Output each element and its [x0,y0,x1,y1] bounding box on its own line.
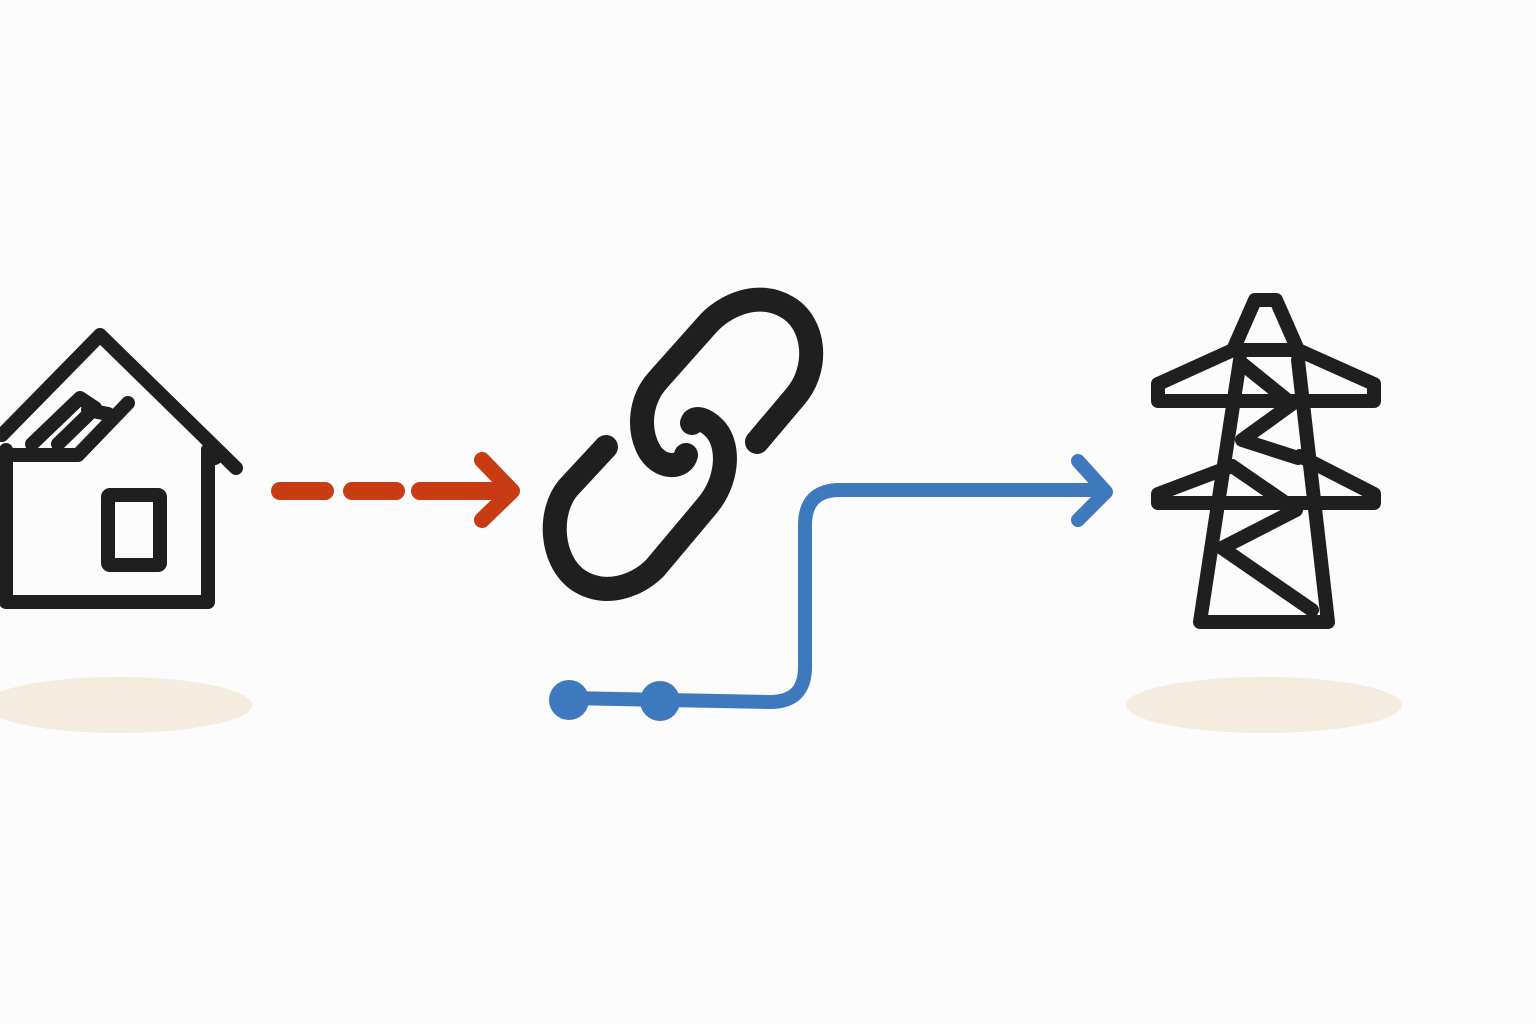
path-start-dot [549,680,589,720]
tower-shadow [1126,677,1402,733]
power-tower-icon [1151,293,1381,629]
house-icon [0,328,243,609]
chain-link-icon [542,287,824,601]
path-waypoint-dot [640,681,680,721]
house-shadow [0,677,252,733]
dashed-arrow-icon [271,452,520,528]
solid-arrow-icon [561,454,1113,709]
